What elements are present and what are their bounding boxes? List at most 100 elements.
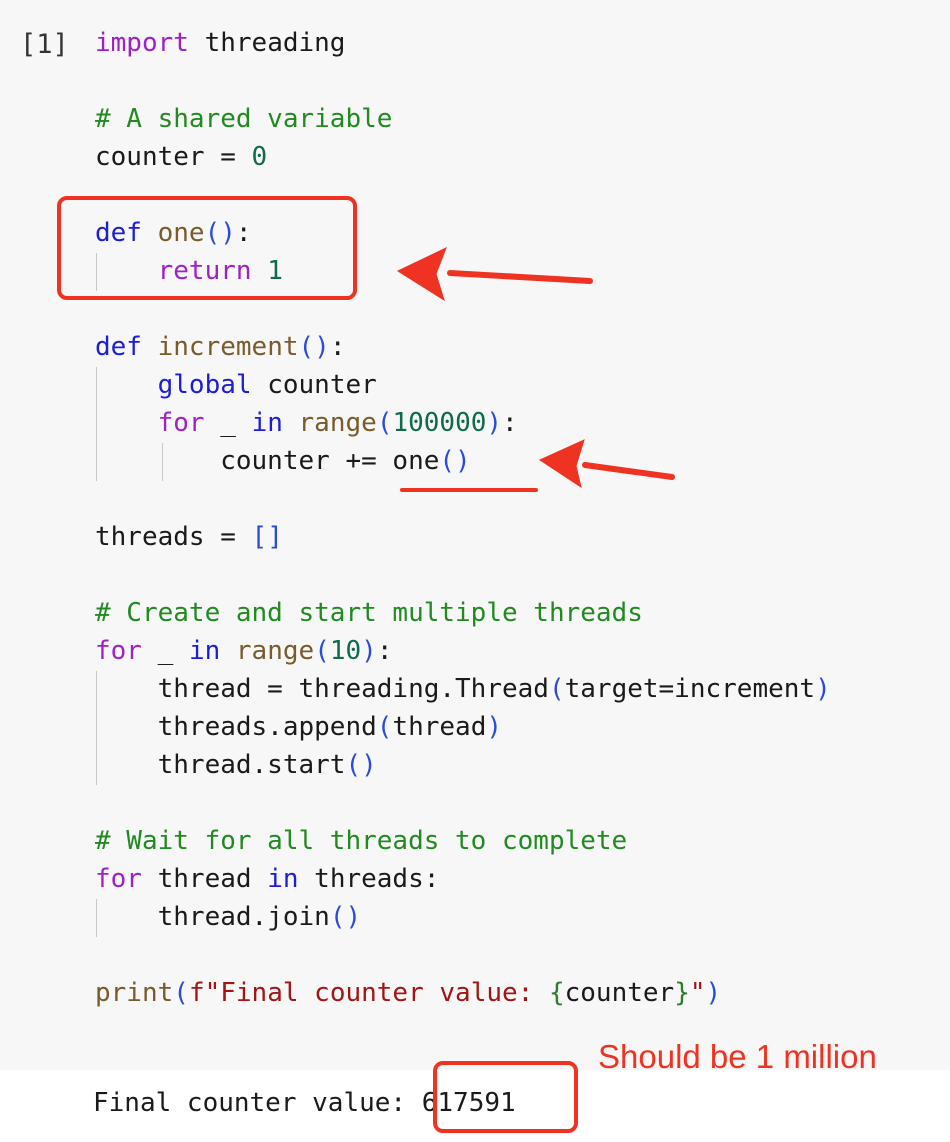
code-line: global counter — [95, 366, 831, 404]
code-token: in — [188, 636, 221, 666]
code-token: } — [674, 978, 690, 1008]
code-token: range — [235, 636, 315, 666]
code-token: 1 — [267, 256, 283, 286]
code-token: range — [298, 408, 377, 438]
code-token: import — [95, 28, 189, 58]
code-token: one — [157, 218, 205, 248]
code-line: threads = [] — [95, 518, 831, 556]
code-line: for _ in range(10): — [95, 632, 831, 670]
code-token: thread = threading.Thread — [95, 674, 549, 704]
code-line: def one(): — [95, 214, 831, 252]
code-token: { — [548, 978, 565, 1008]
code-token: ( — [314, 636, 330, 666]
code-line: # Wait for all threads to complete — [95, 822, 831, 860]
cell-output: Final counter value: 617591 — [93, 1085, 516, 1121]
code-cell[interactable]: [1] import threading # A shared variable… — [0, 0, 950, 1070]
highlight-box-output-value — [433, 1061, 578, 1133]
code-line: # Create and start multiple threads — [95, 594, 831, 632]
code-token: ( — [376, 408, 393, 438]
code-token: target=increment — [564, 674, 816, 704]
code-token: threads.append — [95, 712, 377, 742]
arrow-icon — [538, 439, 675, 489]
code-token: in — [267, 864, 299, 894]
indent-guide — [96, 671, 97, 785]
code-token: for — [95, 864, 142, 894]
code-token: thread — [392, 712, 487, 742]
code-token: _ — [204, 408, 252, 438]
code-token: thread.start — [95, 750, 346, 780]
code-token: [] — [251, 522, 283, 552]
code-token: () — [204, 218, 236, 248]
code-line: thread.join() — [95, 898, 831, 936]
code-token: ( — [173, 978, 189, 1008]
code-line: counter += one() — [95, 442, 831, 480]
code-token: for — [157, 408, 205, 438]
highlight-underline-one-call — [400, 488, 538, 492]
code-token: counter += one — [95, 446, 440, 476]
code-token: ) — [486, 408, 503, 438]
code-line: thread.start() — [95, 746, 831, 784]
code-token: ) — [486, 712, 502, 742]
code-line: # A shared variable — [95, 100, 831, 138]
code-token: thread.join — [95, 902, 330, 932]
code-line: import threading — [95, 24, 831, 62]
code-token: 100000 — [392, 408, 487, 438]
code-token: () — [345, 750, 377, 780]
code-editor[interactable]: import threading # A shared variable coun… — [95, 24, 831, 1012]
code-token: : — [329, 332, 346, 362]
code-token: return — [157, 256, 252, 286]
code-token: for — [95, 636, 142, 666]
code-token: ) — [361, 636, 377, 666]
code-line: threads.append(thread) — [95, 708, 831, 746]
code-token: ( — [548, 674, 565, 704]
code-token: in — [251, 408, 283, 438]
code-token: def — [95, 218, 142, 248]
code-token: # A shared variable — [95, 104, 393, 134]
code-line: return 1 — [95, 252, 831, 290]
arrow-icon — [396, 247, 593, 302]
code-token: : — [502, 408, 518, 438]
code-token: 0 — [251, 142, 268, 172]
code-token: 10 — [329, 636, 362, 666]
code-token: ) — [815, 674, 831, 704]
code-line: counter = 0 — [95, 138, 831, 176]
code-token: increment — [157, 332, 299, 362]
indent-guide — [162, 443, 163, 481]
code-token: # Create and start multiple threads — [95, 598, 643, 628]
code-token: def — [95, 332, 142, 362]
code-token: threading — [188, 28, 346, 58]
code-token: () — [298, 332, 330, 362]
code-token: thread — [141, 864, 268, 894]
code-token: counter — [251, 370, 377, 400]
code-token: () — [329, 902, 362, 932]
code-token: threads: — [298, 864, 440, 894]
output-label: Final counter value: — [93, 1088, 422, 1118]
indent-guide — [96, 367, 97, 481]
indent-guide — [96, 899, 97, 937]
code-token: : — [235, 218, 252, 248]
code-line: for thread in threads: — [95, 860, 831, 898]
code-token: threads = — [95, 522, 252, 552]
code-token: counter — [564, 978, 675, 1008]
code-token: _ — [141, 636, 189, 666]
cell-execution-count: [1] — [20, 29, 69, 60]
indent-guide — [96, 253, 97, 291]
code-token: counter = — [95, 142, 252, 172]
code-token: () — [439, 446, 471, 476]
code-line: thread = threading.Thread(target=increme… — [95, 670, 831, 708]
code-token: global — [157, 370, 252, 400]
code-token: " — [689, 978, 706, 1008]
code-line: print(f"Final counter value: {counter}") — [95, 974, 831, 1012]
output-value: 617591 — [421, 1088, 516, 1118]
code-line: def increment(): — [95, 328, 831, 366]
annotation-note: Should be 1 million — [598, 1038, 877, 1075]
code-token: # Wait for all threads to complete — [95, 826, 628, 856]
code-token: : — [376, 636, 393, 666]
code-token: ) — [705, 978, 722, 1008]
code-token: print — [95, 978, 174, 1008]
code-token: f"Final counter value: — [188, 978, 549, 1008]
highlight-box-def-one — [57, 196, 357, 300]
code-line: for _ in range(100000): — [95, 404, 831, 442]
code-token: ( — [376, 712, 393, 742]
